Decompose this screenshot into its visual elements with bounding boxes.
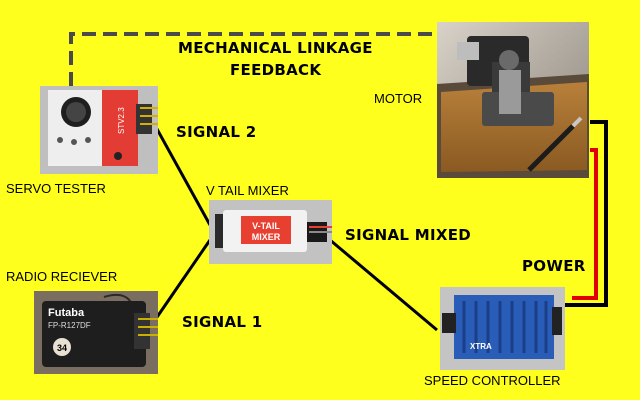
servo-tester-photo: STV2.3 [40, 86, 158, 174]
v-tail-mixer-photo: V-TAIL MIXER [209, 200, 332, 264]
radio-receiver-photo: Futaba FP-R127DF 34 [34, 291, 158, 374]
motor-photo [437, 22, 589, 178]
servo-tester-model-text: STV2.3 [117, 107, 126, 134]
power-wire-positive [572, 148, 598, 300]
v-tail-mixer-label: V TAIL MIXER [206, 183, 289, 198]
radio-receiver-label: RADIO RECIEVER [6, 269, 118, 284]
motor-label: MOTOR [374, 91, 423, 106]
speed-controller-label: SPEED CONTROLLER [424, 373, 561, 388]
v-tail-mixer-image: V-TAIL MIXER [209, 200, 332, 264]
receiver-brand-text: Futaba [48, 307, 85, 319]
servo-tester-image: STV2.3 [40, 86, 158, 174]
speed-controller-image: XTRA [440, 287, 565, 370]
signal-2-wire [150, 119, 212, 226]
radio-receiver-image: Futaba FP-R127DF 34 [34, 291, 158, 374]
mixer-text-line2: MIXER [252, 232, 281, 242]
mechanical-linkage-line [69, 32, 480, 86]
power-wire-negative [565, 120, 608, 307]
signal-1-wire [153, 239, 212, 321]
power-label: POWER [522, 257, 586, 275]
speed-controller-photo: XTRA [440, 287, 565, 370]
mechanical-linkage-label: MECHANICAL LINKAGE [178, 39, 373, 57]
signal-mixed-wire [329, 238, 438, 332]
servo-tester-label: SERVO TESTER [6, 181, 106, 196]
mixer-text-line1: V-TAIL [252, 221, 280, 231]
receiver-sticker-text: 34 [57, 343, 67, 353]
signal-mixed-label: SIGNAL MIXED [345, 226, 472, 244]
feedback-label: FEEDBACK [230, 61, 322, 79]
receiver-model-text: FP-R127DF [48, 321, 91, 330]
signal-2-label: SIGNAL 2 [176, 123, 257, 141]
motor-image [437, 22, 589, 178]
esc-brand-text: XTRA [470, 342, 492, 351]
signal-1-label: SIGNAL 1 [182, 313, 263, 331]
